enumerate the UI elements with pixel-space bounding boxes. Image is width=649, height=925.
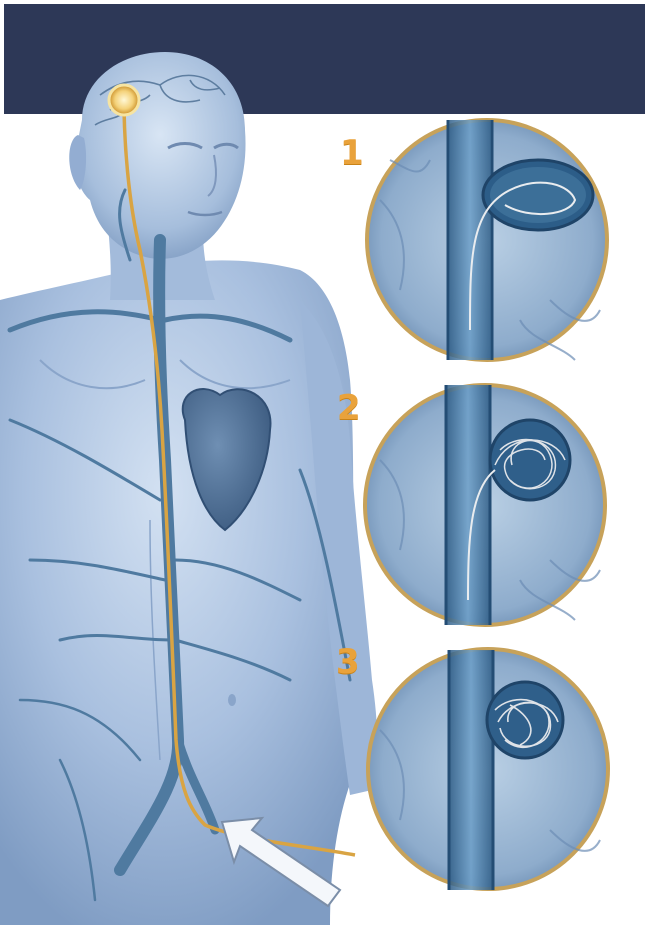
step-number-3: 3 bbox=[336, 645, 360, 679]
entry-point-icon bbox=[109, 85, 139, 115]
step-number-1: 1 bbox=[340, 136, 364, 170]
inset-step-1 bbox=[367, 120, 607, 360]
step-number-2: 2 bbox=[337, 391, 361, 425]
inset-step-3 bbox=[368, 649, 608, 890]
inset-step-2 bbox=[365, 385, 605, 625]
human-body bbox=[0, 52, 377, 925]
